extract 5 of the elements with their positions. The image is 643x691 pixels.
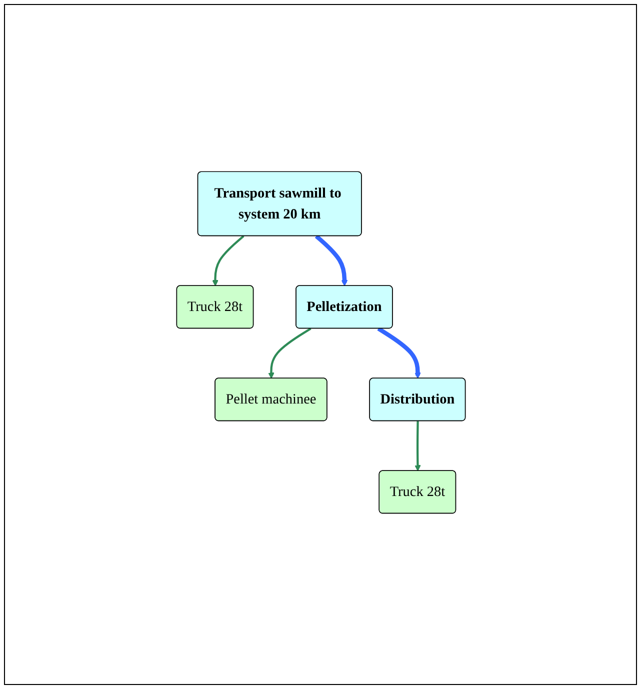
- arrow: [376, 326, 420, 378]
- arrow: [212, 234, 244, 286]
- arrow: [414, 420, 420, 471]
- arrow: [314, 234, 348, 286]
- arrow: [268, 327, 311, 378]
